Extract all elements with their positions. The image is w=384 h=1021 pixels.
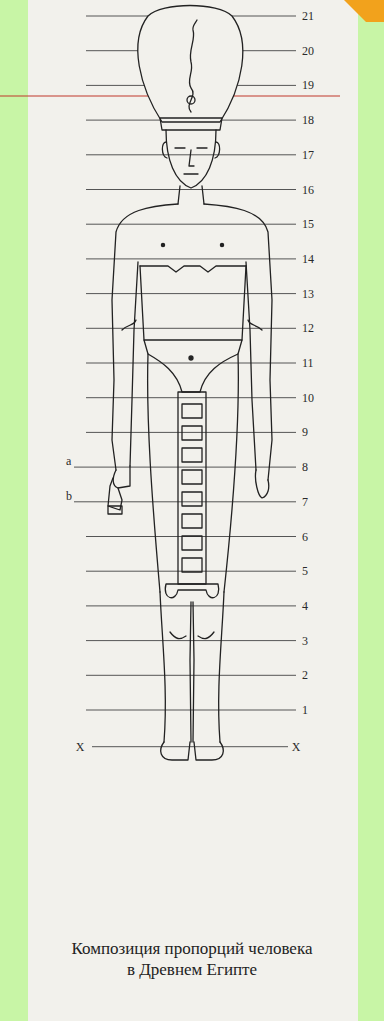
- line-number: 14: [302, 253, 314, 265]
- line-number: 8: [302, 461, 308, 473]
- proportion-lines: [74, 16, 296, 747]
- proportion-line: [86, 432, 296, 433]
- proportion-line: [86, 675, 296, 676]
- axis-letter: X: [292, 741, 301, 753]
- line-number: 20: [302, 45, 314, 57]
- proportion-line: [86, 258, 296, 259]
- proportion-line: [86, 640, 296, 641]
- level-letter: b: [66, 490, 72, 502]
- line-number: 11: [302, 357, 314, 369]
- line-number: 3: [302, 635, 308, 647]
- line-number: 6: [302, 531, 308, 543]
- line-number: 19: [302, 79, 314, 91]
- proportion-line: [86, 293, 296, 294]
- page-panel: [28, 0, 358, 1021]
- line-number: 12: [302, 322, 314, 334]
- proportion-line: [86, 397, 296, 398]
- level-letter: a: [66, 455, 71, 467]
- proportion-line: [74, 467, 296, 468]
- line-number: 7: [302, 496, 308, 508]
- proportion-line: [74, 501, 296, 502]
- figure: [108, 6, 272, 761]
- line-number: 21: [302, 10, 314, 22]
- line-number: 10: [302, 392, 314, 404]
- proportion-line: [86, 363, 296, 364]
- line-number: 5: [302, 565, 308, 577]
- line-number: 2: [302, 669, 308, 681]
- corner-mark: [344, 0, 384, 22]
- line-number: 15: [302, 218, 314, 230]
- figure-caption: Композиция пропорций человека в Древнем …: [67, 938, 317, 981]
- line-number: 13: [302, 288, 314, 300]
- line-number: 16: [302, 184, 314, 196]
- line-number: 18: [302, 114, 314, 126]
- line-number: 1: [302, 704, 308, 716]
- proportion-line: [86, 328, 296, 329]
- line-number: 4: [302, 600, 308, 612]
- line-number: 17: [302, 149, 314, 161]
- proportion-line: [86, 189, 296, 190]
- axis-letter: X: [76, 741, 85, 753]
- line-number: 9: [302, 426, 308, 438]
